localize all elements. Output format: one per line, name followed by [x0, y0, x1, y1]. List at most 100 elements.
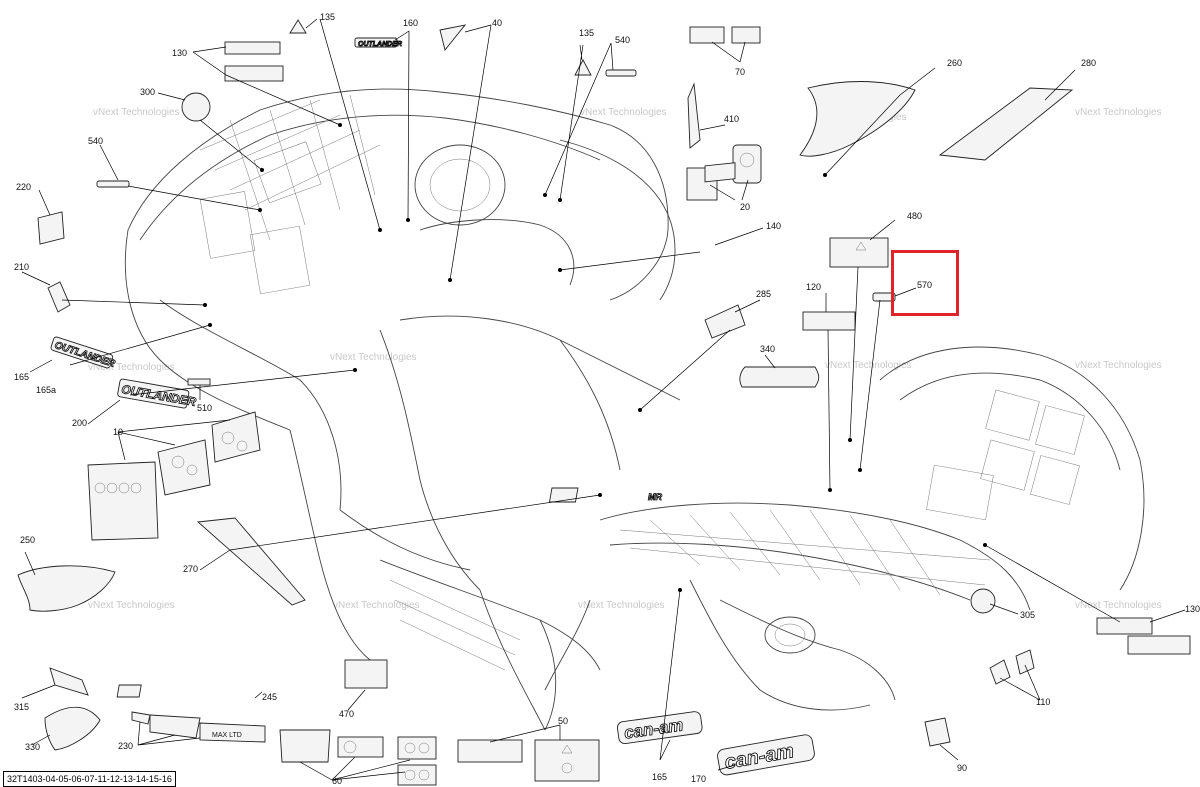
decal-40: [439, 24, 467, 51]
decal-60c: [397, 736, 437, 760]
callout-10: 10: [113, 427, 123, 437]
decal-540a: [605, 69, 637, 77]
watermark-text: vNext Technologies: [578, 600, 665, 611]
decal-230b: [149, 714, 201, 739]
callout-305: 305: [1020, 610, 1035, 620]
highlight-box-570: [891, 250, 959, 316]
decal-410: [687, 82, 701, 149]
drawing-id-label: 32T1403-04-05-06-07-11-12-13-14-15-16: [3, 771, 176, 787]
leader-lines: [21, 18, 1186, 781]
atv-body-drawing: MR: [124, 88, 1145, 731]
watermark-text: vNext Technologies: [1075, 360, 1162, 371]
callout-labels: 135 160 40 135 540 70 130 300 540 220 41…: [14, 12, 1200, 786]
watermark-text: vNext Technologies: [1075, 600, 1162, 611]
callout-510: 510: [197, 403, 212, 413]
decal-165-can-am-text: can-am: [623, 715, 685, 742]
callout-160: 160: [403, 18, 418, 28]
watermark-text: vNext Technologies: [88, 600, 175, 611]
decal-200-outlander: OUTLANDER: [117, 378, 198, 409]
callout-70: 70: [735, 67, 745, 77]
decal-220: [37, 211, 65, 245]
callout-135: 135: [579, 28, 594, 38]
callout-220: 220: [16, 182, 31, 192]
decal-510: [187, 378, 211, 386]
callout-130: 130: [172, 48, 187, 58]
decal-60d: [397, 764, 437, 786]
callout-135: 135: [320, 12, 335, 22]
callout-570: 570: [917, 280, 932, 290]
decal-340: [739, 366, 820, 388]
callout-315: 315: [14, 702, 29, 712]
decal-170-can-am: can-am: [717, 734, 815, 776]
decal-570: [872, 292, 896, 302]
decal-120: [802, 311, 856, 331]
callout-280: 280: [1081, 58, 1096, 68]
callout-90: 90: [957, 763, 967, 773]
callout-210: 210: [14, 262, 29, 272]
watermark-text: vNext Technologies: [580, 107, 667, 118]
decal-230-text: MAX LTD: [212, 732, 242, 739]
decal-60b: [337, 736, 384, 758]
callout-340: 340: [760, 344, 775, 354]
decal-165-outlander-side: OUTLANDER: [50, 336, 117, 370]
mr-body-emblem-text: MR: [648, 492, 662, 502]
decal-470: [344, 659, 388, 689]
decal-540b: [96, 180, 130, 188]
callout-330: 330: [25, 742, 40, 752]
decal-50a: [457, 739, 523, 763]
decal-305-gauge: [970, 588, 996, 614]
callout-165: 165: [14, 372, 29, 382]
decal-110b: [1015, 649, 1035, 675]
callout-50: 50: [558, 716, 568, 726]
callout-540: 540: [88, 136, 103, 146]
callout-120: 120: [806, 282, 821, 292]
decal-130b-bottom: [1127, 635, 1191, 655]
decal-210: [47, 281, 71, 313]
decal-165-can-am: can-am: [616, 711, 703, 745]
callout-200: 200: [72, 418, 87, 428]
watermark-text: vNext Technologies: [1075, 107, 1162, 118]
decal-260: [799, 81, 916, 157]
decal-160: [354, 37, 398, 48]
callout-165: 165: [652, 772, 667, 782]
decal-130a-top: [224, 41, 281, 55]
decal-230a: [131, 711, 151, 725]
callout-260: 260: [947, 58, 962, 68]
callout-165a: 165a: [36, 385, 56, 395]
watermark-text: vNext Technologies: [93, 107, 180, 118]
decal-50b: [534, 739, 600, 782]
callout-20: 20: [740, 202, 750, 212]
decal-10-group: [87, 411, 261, 541]
decal-480: [829, 237, 889, 268]
callout-60: 60: [332, 776, 342, 786]
decal-315: [49, 667, 89, 696]
callout-470: 470: [339, 709, 354, 719]
watermark-text: vNext Technologies: [333, 600, 420, 611]
decal-130b-top: [1096, 617, 1153, 635]
decal-160-text: OUTLANDER: [358, 41, 402, 48]
decal-90: [924, 717, 951, 747]
decal-70b: [731, 26, 761, 44]
callout-110: 110: [1036, 697, 1050, 707]
callout-540: 540: [615, 35, 630, 45]
decal-330: [44, 706, 101, 751]
decal-135b-warning: [574, 59, 592, 76]
decal-130a-bottom: [224, 65, 284, 82]
callout-130: 130: [1185, 604, 1200, 614]
decal-250: [17, 565, 116, 612]
callout-230: 230: [118, 741, 133, 751]
decal-135-warning: [289, 19, 307, 34]
callout-410: 410: [724, 114, 739, 124]
decal-280: [938, 87, 1074, 161]
decal-20b: [732, 144, 762, 184]
callout-170: 170: [691, 774, 706, 784]
callout-270: 270: [183, 564, 198, 574]
callout-140: 140: [766, 221, 781, 231]
callout-245: 245: [262, 692, 277, 702]
decal-110a: [989, 659, 1011, 685]
watermark-text: vNext Technologies: [88, 362, 175, 373]
watermark-text: vNext Technologies: [825, 360, 912, 371]
decals: OUTLANDER: [17, 19, 1191, 786]
